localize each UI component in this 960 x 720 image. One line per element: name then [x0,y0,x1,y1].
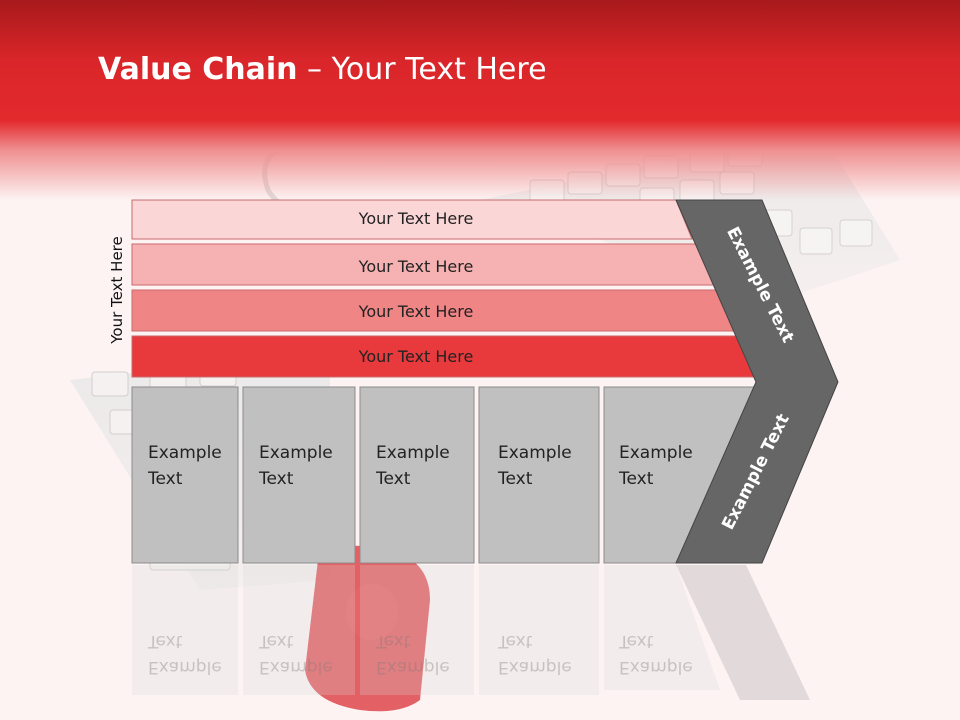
column-3-reflection-line-1: Example [376,657,450,677]
column-1-reflection: Example Text [148,628,222,680]
column-1-line-1: Example [148,443,222,463]
page-title: Value Chain – Your Text Here [98,52,547,87]
column-3-reflection: Example Text [376,628,450,680]
column-4-shape[interactable] [478,386,600,564]
column-5-reflection-line-1: Example [619,657,693,677]
column-5-line-1: Example [619,443,693,463]
column-5-reflection: Example Text [619,628,693,680]
side-label: Your Text Here [108,236,126,344]
column-1-shape[interactable] [131,386,239,564]
chevron-shape[interactable] [675,199,839,564]
title-bold: Value Chain [98,52,298,87]
row-3-label: Your Text Here [358,302,474,321]
row-4-label: Your Text Here [358,347,474,366]
column-3-line-1: Example [376,443,450,463]
column-2-reflection: Example Text [259,628,333,680]
column-4-reflection-line-2: Text [498,631,533,651]
column-2-reflection-line-2: Text [259,631,294,651]
column-3-reflection-line-2: Text [376,631,411,651]
column-4-line-1: Example [498,443,572,463]
column-2-reflection-line-1: Example [259,657,333,677]
column-5-reflection-line-2: Text [619,631,654,651]
row-1-shape[interactable] [131,199,693,240]
column-2-shape[interactable] [242,386,356,564]
title-banner [0,0,960,200]
column-3-shape[interactable] [359,386,475,564]
column-1-reflection-line-2: Text [148,631,183,651]
title-rest: – Your Text Here [297,52,547,87]
row-2-label: Your Text Here [358,257,474,276]
column-1-reflection-line-1: Example [148,657,222,677]
column-1-line-2: Text [148,469,183,489]
column-2-line-1: Example [259,443,333,463]
column-3-line-2: Text [376,469,411,489]
column-4-line-2: Text [498,469,533,489]
column-4-reflection-line-1: Example [498,657,572,677]
column-4-reflection: Example Text [498,628,572,680]
column-2-line-2: Text [259,469,294,489]
row-1-label: Your Text Here [358,209,474,228]
column-5-line-2: Text [619,469,654,489]
